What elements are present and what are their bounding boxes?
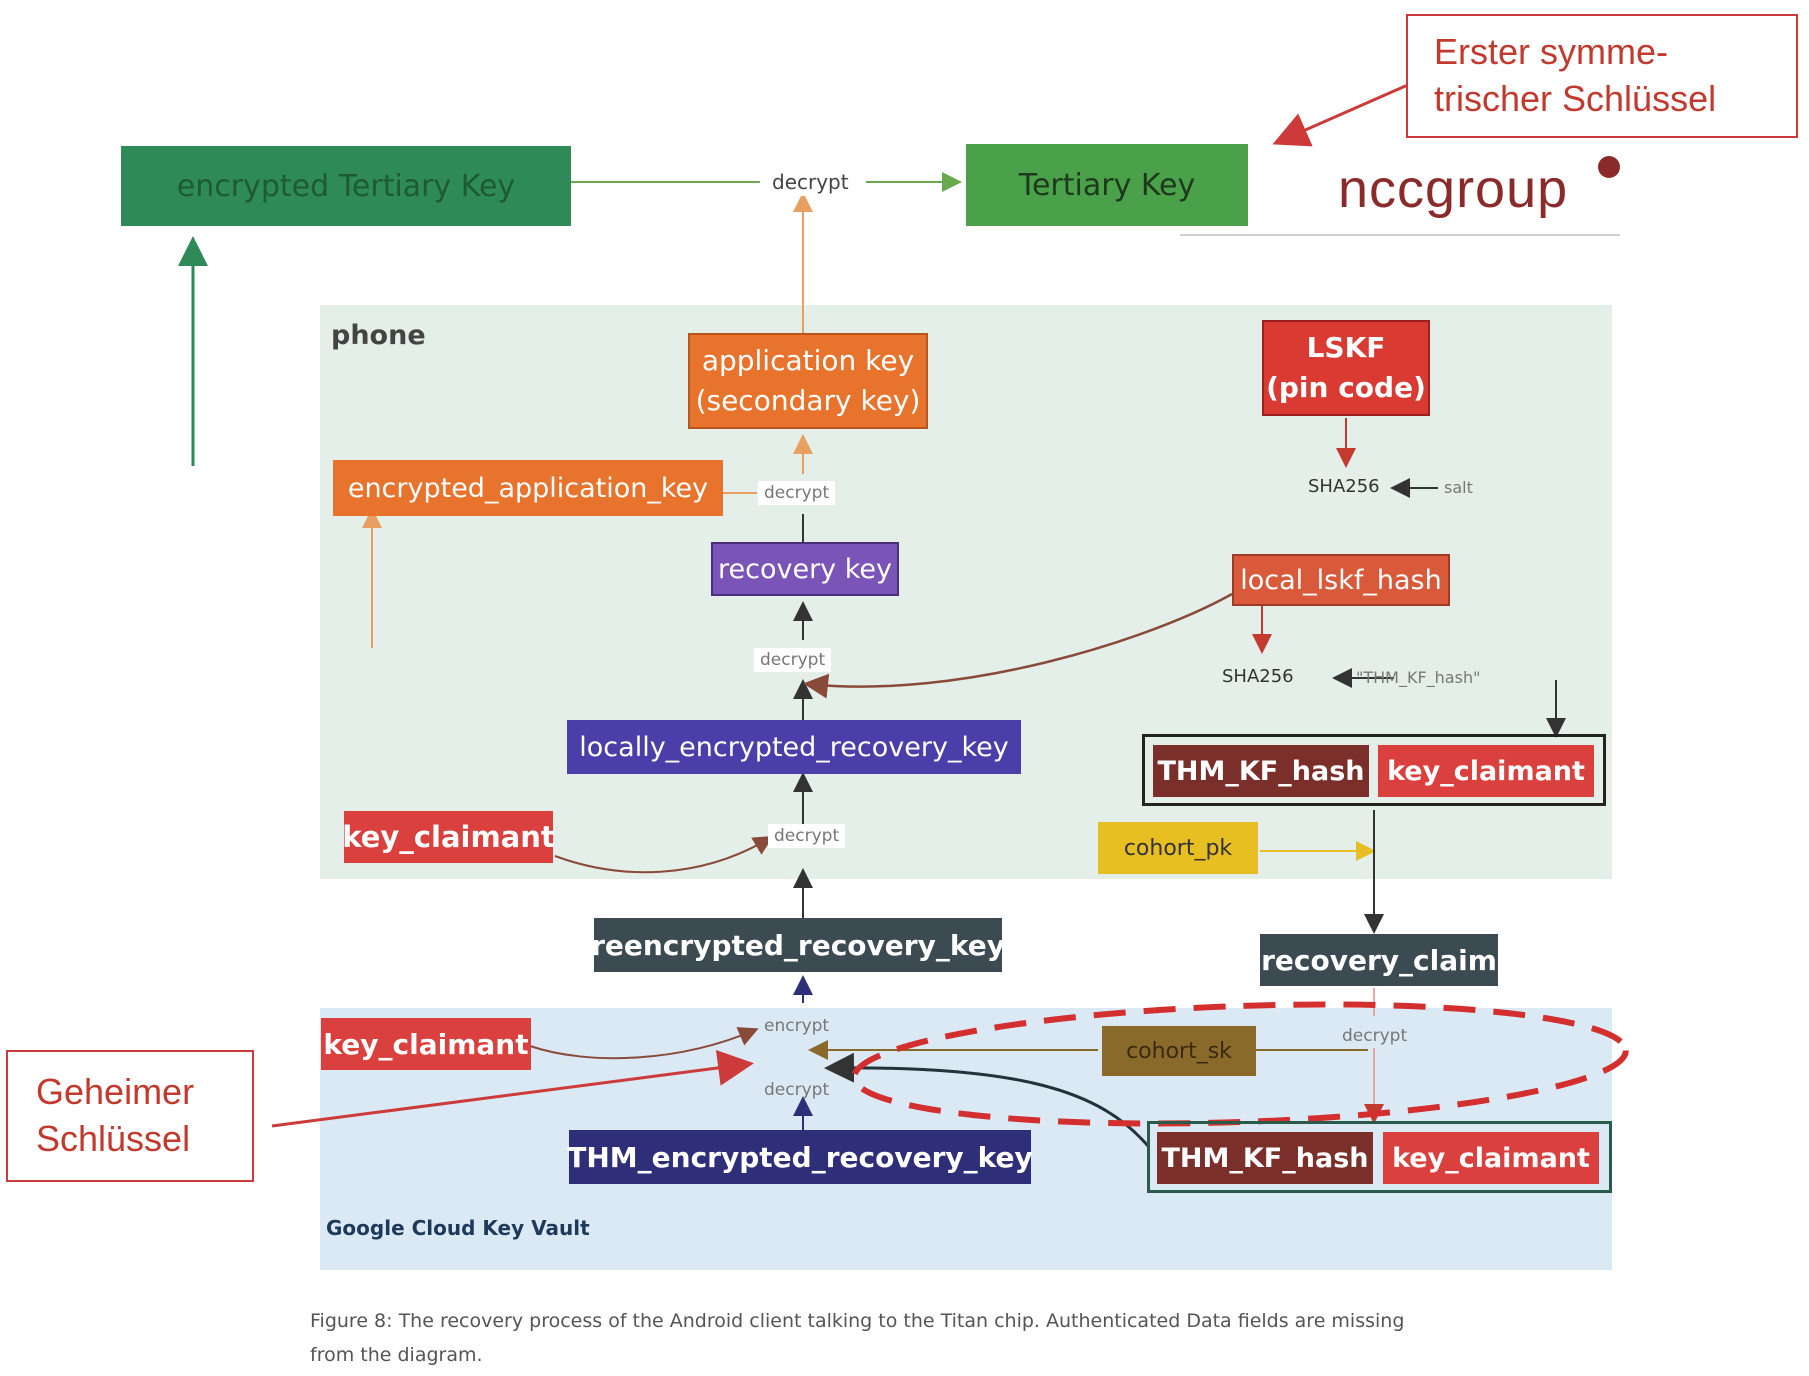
locally-encrypted-recovery-key-box: locally_encrypted_recovery_key xyxy=(567,720,1021,774)
thm-kf-hash-box: THM_KF_hash xyxy=(1153,745,1369,797)
recovery-claim-box: recovery_claim xyxy=(1260,934,1498,986)
key-claimant-box-phone-group: key_claimant xyxy=(1378,745,1594,797)
cohort-pk-box: cohort_pk xyxy=(1098,822,1258,874)
encrypted-application-key-box: encrypted_application_key xyxy=(333,460,723,516)
nccgroup-logo-mark xyxy=(1598,156,1620,178)
annotation-geheimer-schluessel: Geheimer Schlüssel xyxy=(6,1050,254,1182)
decrypt-label-recovery: decrypt xyxy=(754,648,832,672)
thm-claimant-group-phone xyxy=(1142,734,1606,806)
key-claimant-box-vault-group: key_claimant xyxy=(1383,1132,1599,1184)
key-claimant-box: key_claimant xyxy=(342,811,555,863)
key-claimant-box-vault: key_claimant xyxy=(321,1018,531,1070)
tertiary-key-box: Tertiary Key xyxy=(966,144,1248,226)
nccgroup-logo: nccgroup xyxy=(1338,159,1569,219)
encrypted-tertiary-key-box: encrypted Tertiary Key xyxy=(121,146,571,226)
thm-kf-hash-constant: "THM_KF_hash" xyxy=(1356,668,1481,687)
decrypt-label-claimant: decrypt xyxy=(768,824,846,848)
annotation-erster-schluessel: Erster symme- trischer Schlüssel xyxy=(1406,14,1798,138)
vault-label: Google Cloud Key Vault xyxy=(326,1216,590,1240)
salt-label: salt xyxy=(1444,478,1473,497)
application-key-line2: (secondary key) xyxy=(695,384,921,417)
annotation-geheimer-line2: Schlüssel xyxy=(36,1118,191,1159)
decrypt-label-application: decrypt xyxy=(758,481,836,505)
thm-encrypted-recovery-key-box: THM_encrypted_recovery_key xyxy=(567,1130,1033,1184)
decrypt-label-top: decrypt xyxy=(766,168,855,196)
lskf-box: LSKF (pin code) xyxy=(1262,320,1430,416)
decrypt-label-vault: decrypt xyxy=(764,1080,830,1100)
decrypt-label-vault-claim: decrypt xyxy=(1342,1026,1408,1046)
phone-label: phone xyxy=(331,320,426,351)
thm-kf-hash-box-vault: THM_KF_hash xyxy=(1157,1132,1373,1184)
figure-caption-line2: from the diagram. xyxy=(310,1344,483,1366)
annotation-geheimer-line1: Geheimer xyxy=(36,1071,195,1112)
thm-claimant-group-vault xyxy=(1147,1121,1612,1193)
local-lskf-hash-box: local_lskf_hash xyxy=(1232,554,1450,606)
sha256-thm-label: SHA256 xyxy=(1222,666,1294,687)
encrypt-label-vault: encrypt xyxy=(764,1016,830,1036)
annotation-erster-line1: Erster symme- xyxy=(1434,31,1668,72)
lskf-line1: LSKF xyxy=(1306,331,1386,364)
application-key-box: application key (secondary key) xyxy=(688,333,928,429)
recovery-key-box: recovery key xyxy=(711,542,899,596)
sha256-salt-label: SHA256 xyxy=(1308,476,1380,497)
annotation-erster-line2: trischer Schlüssel xyxy=(1434,78,1717,119)
reencrypted-recovery-key-box: reencrypted_recovery_key xyxy=(591,918,1005,972)
cohort-sk-box: cohort_sk xyxy=(1102,1026,1256,1076)
application-key-line1: application key xyxy=(701,344,915,377)
figure-caption-line1: Figure 8: The recovery process of the An… xyxy=(310,1310,1405,1332)
lskf-line2: (pin code) xyxy=(1266,371,1426,404)
top-separator xyxy=(1180,234,1620,236)
